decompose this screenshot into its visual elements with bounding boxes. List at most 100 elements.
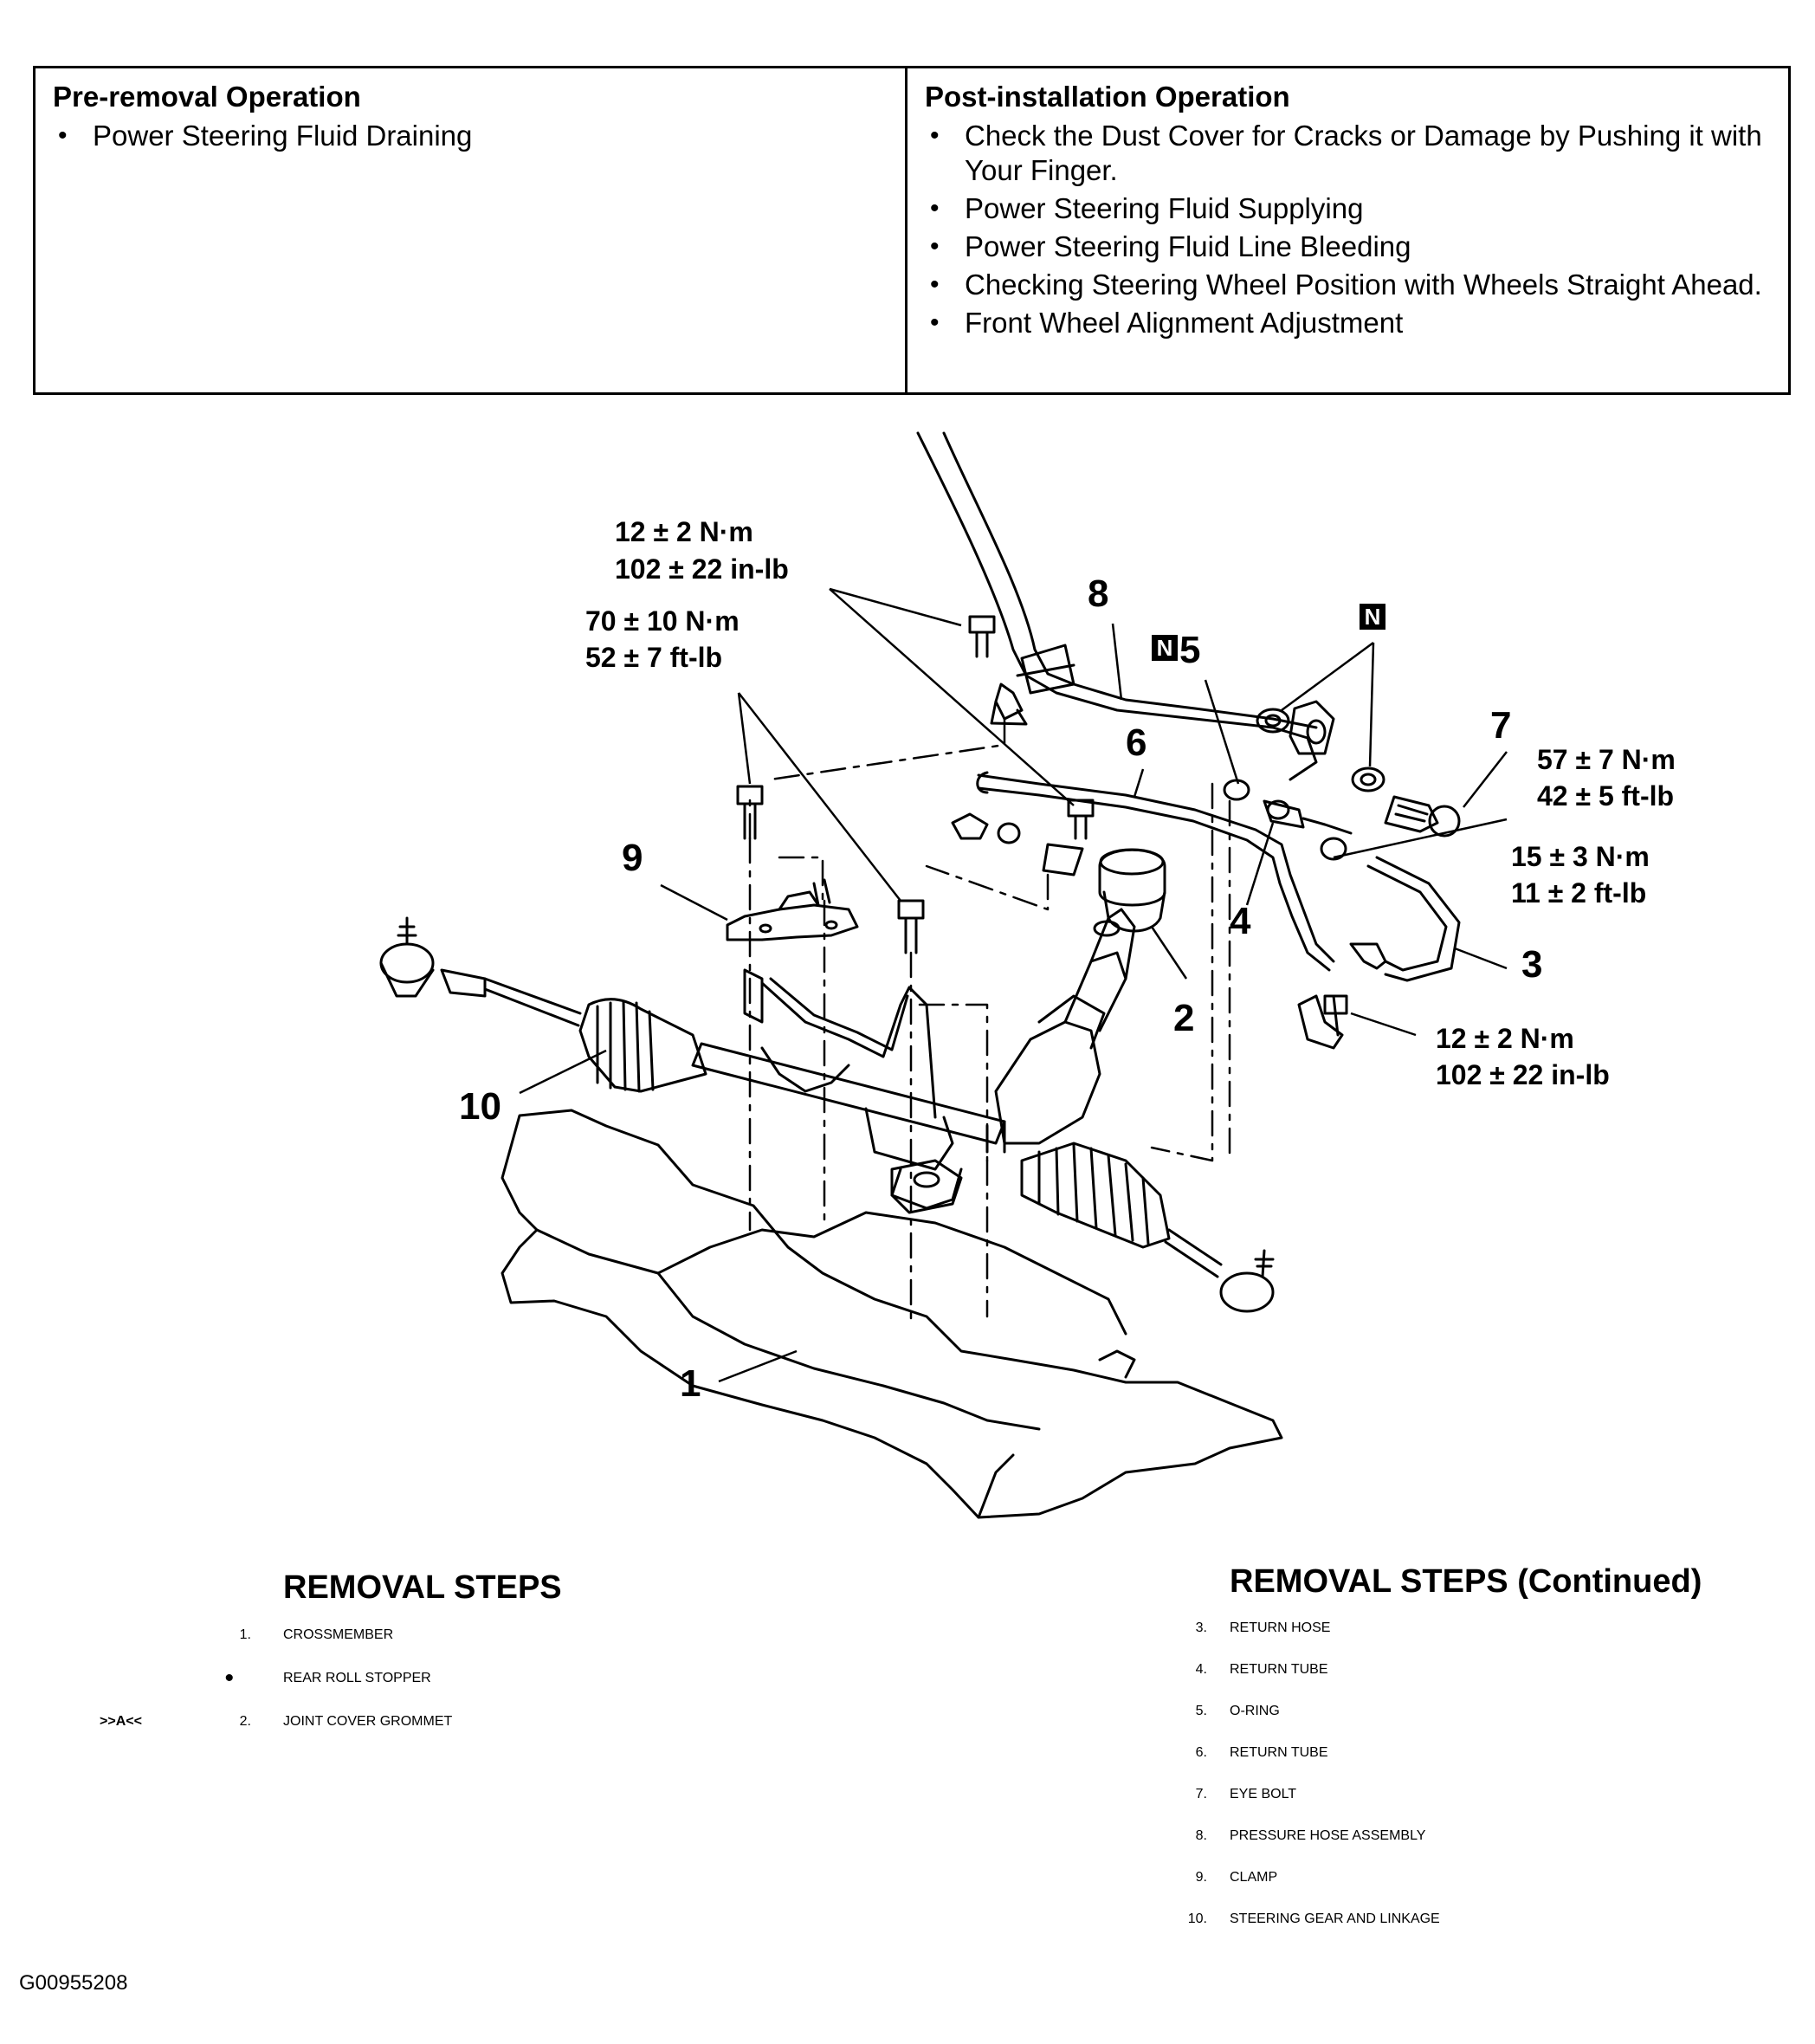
post-installation-item: Front Wheel Alignment Adjustment <box>925 306 1771 340</box>
step-number: 2. <box>239 1714 251 1729</box>
post-installation-item: Power Steering Fluid Supplying <box>925 191 1771 226</box>
pre-removal-list: Power Steering Fluid Draining <box>53 119 888 153</box>
step-number: 10. <box>1187 1911 1207 1926</box>
leader-n-b <box>1368 642 1375 767</box>
n-marker-orings: N <box>1360 604 1385 630</box>
crossmember-shape <box>501 1109 1283 1519</box>
removal-step: 1. CROSSMEMBER <box>0 1614 779 1656</box>
removal-step: 6. RETURN TUBE <box>1152 1732 1792 1774</box>
removal-step: 4. RETURN TUBE <box>1152 1649 1792 1691</box>
torque-1-imperial: 102 ± 22 in-lb <box>615 553 789 585</box>
clamp-9 <box>726 903 859 941</box>
callout-6: 6 <box>1126 721 1146 764</box>
torque-4-metric: 15 ± 3 N·m <box>1511 841 1650 872</box>
post-installation-item: Power Steering Fluid Line Bleeding <box>925 230 1771 264</box>
rack-housing <box>691 1042 1006 1145</box>
leader-torque-2a <box>737 692 752 785</box>
n-marker-5: N <box>1152 635 1178 661</box>
callout-4: 4 <box>1230 900 1251 942</box>
step-label: RETURN TUBE <box>1230 1745 1328 1760</box>
step-label: CROSSMEMBER <box>283 1627 394 1642</box>
leader-n-a <box>1281 641 1374 712</box>
callout-1: 1 <box>680 1362 701 1405</box>
step-number: 8. <box>1195 1828 1207 1843</box>
step-number: 4. <box>1195 1662 1207 1677</box>
removal-step: 3. RETURN HOSE <box>1152 1607 1792 1649</box>
step-label: REAR ROLL STOPPER <box>283 1671 431 1685</box>
left-boot <box>578 998 707 1093</box>
svg-text:N: N <box>1157 635 1173 661</box>
operation-table: Pre-removal Operation Power Steering Flu… <box>33 66 1791 395</box>
pre-removal-column: Pre-removal Operation Power Steering Flu… <box>36 68 908 392</box>
eye-bolt <box>1384 795 1439 833</box>
callout-10: 10 <box>459 1085 501 1128</box>
leader-8 <box>1111 623 1123 701</box>
step-label: STEERING GEAR AND LINKAGE <box>1230 1911 1440 1926</box>
pre-removal-item: Power Steering Fluid Draining <box>53 119 888 153</box>
joint-cover-grommet <box>1098 848 1166 907</box>
removal-steps-continued-title: REMOVAL STEPS (Continued) <box>1230 1563 1702 1600</box>
leader-torque-5 <box>1350 1012 1417 1037</box>
step-label: CLAMP <box>1230 1870 1278 1885</box>
torque-3-imperial: 42 ± 5 ft-lb <box>1537 780 1674 812</box>
removal-step: • REAR ROLL STOPPER <box>0 1658 779 1699</box>
torque-5-metric: 12 ± 2 N·m <box>1436 1023 1574 1054</box>
post-installation-item: Check the Dust Cover for Cracks or Damag… <box>925 119 1771 188</box>
removal-step: 9. CLAMP <box>1152 1857 1792 1898</box>
leader-2 <box>1150 926 1188 980</box>
return-hose <box>1366 864 1448 972</box>
pressure-hose <box>916 431 1318 781</box>
torque-4-imperial: 11 ± 2 ft-lb <box>1511 877 1646 909</box>
post-installation-item: Checking Steering Wheel Position with Wh… <box>925 268 1771 302</box>
callout-9: 9 <box>622 837 643 879</box>
callout-3: 3 <box>1521 943 1542 986</box>
svg-text:N: N <box>1365 604 1381 630</box>
step-number: 5. <box>1195 1704 1207 1718</box>
step-number: 7. <box>1195 1787 1207 1801</box>
torque-2-metric: 70 ± 10 N·m <box>585 605 740 637</box>
leader-3 <box>1454 947 1508 970</box>
removal-step: 5. O-RING <box>1152 1691 1792 1732</box>
leader-torque-1a <box>829 587 962 627</box>
leader-torque-3 <box>1333 818 1508 859</box>
callout-2: 2 <box>1173 997 1194 1039</box>
post-installation-column: Post-installation Operation Check the Du… <box>908 68 1788 392</box>
step-number: 6. <box>1195 1745 1207 1760</box>
post-installation-title: Post-installation Operation <box>925 81 1290 113</box>
leader-4 <box>1245 822 1275 906</box>
step-number: 3. <box>1195 1620 1207 1635</box>
removal-step: 8. PRESSURE HOSE ASSEMBLY <box>1152 1815 1792 1857</box>
leader-5 <box>1204 679 1240 785</box>
torque-1-metric: 12 ± 2 N·m <box>615 516 753 547</box>
leader-torque-1b <box>829 588 1075 806</box>
figure-code: G00955208 <box>19 1971 128 1995</box>
leader-9 <box>660 883 728 922</box>
step-label: EYE BOLT <box>1230 1787 1297 1801</box>
torque-2-imperial: 52 ± 7 ft-lb <box>585 642 722 673</box>
leader-6 <box>1133 768 1145 798</box>
step-ref: >>A<< <box>100 1714 142 1729</box>
step-label: RETURN HOSE <box>1230 1620 1331 1635</box>
steering-gear-exploded-diagram: 1 2 3 4 5 6 7 8 9 10 N N 12 ± 2 N·m 102 … <box>379 431 1676 1519</box>
removal-step: >>A<< 2. JOINT COVER GROMMET <box>0 1701 779 1743</box>
leader-10 <box>519 1049 607 1095</box>
step-number: 1. <box>239 1627 251 1642</box>
removal-step: 7. EYE BOLT <box>1152 1774 1792 1815</box>
callout-7: 7 <box>1490 704 1511 747</box>
torque-3-metric: 57 ± 7 N·m <box>1537 744 1676 775</box>
step-label: RETURN TUBE <box>1230 1662 1328 1677</box>
torque-5-imperial: 102 ± 22 in-lb <box>1436 1059 1610 1090</box>
callout-8: 8 <box>1088 572 1108 615</box>
removal-steps-title: REMOVAL STEPS <box>283 1569 562 1606</box>
removal-step: 10. STEERING GEAR AND LINKAGE <box>1152 1898 1792 1940</box>
leader-1 <box>718 1349 798 1383</box>
post-installation-list: Check the Dust Cover for Cracks or Damag… <box>925 119 1771 340</box>
leader-7 <box>1463 751 1508 808</box>
leader-torque-2b <box>738 692 901 902</box>
pre-removal-title: Pre-removal Operation <box>53 81 361 113</box>
step-label: JOINT COVER GROMMET <box>283 1714 453 1729</box>
step-label: PRESSURE HOSE ASSEMBLY <box>1230 1828 1426 1843</box>
step-number: 9. <box>1195 1870 1207 1885</box>
step-label: O-RING <box>1230 1704 1280 1718</box>
callout-5: 5 <box>1179 629 1200 671</box>
